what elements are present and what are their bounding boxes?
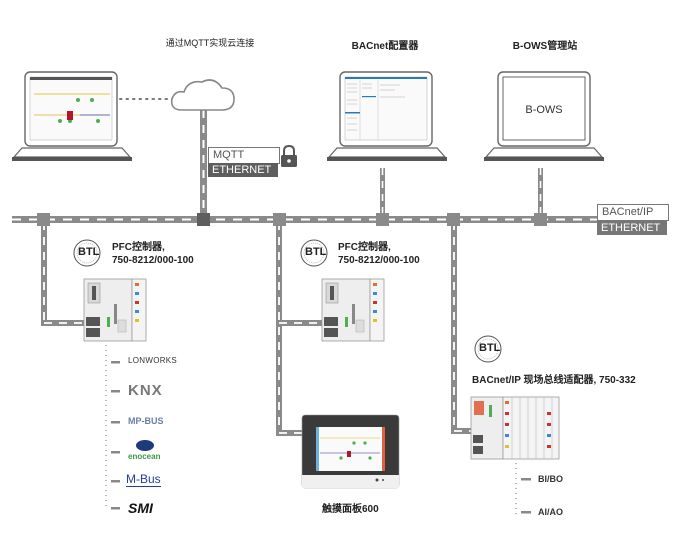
pfc-controller-2 — [321, 278, 385, 342]
enocean-logo-icon — [136, 440, 154, 451]
btl-text-pfc2: BTL — [305, 246, 327, 258]
laptop-bows — [484, 71, 604, 161]
pfc2-title-line2: 750-8212/000-100 — [338, 255, 420, 266]
mqtt-cloud-label: 通过MQTT实现云连接 — [165, 38, 255, 48]
bus-node — [37, 213, 50, 226]
protocol-enocean: enocean — [128, 452, 161, 461]
protocol-mbus: M-Bus — [126, 472, 161, 487]
bus-node — [273, 213, 286, 226]
pfc2-title-line1: PFC控制器, — [338, 242, 391, 253]
cable-mqtt-drop — [200, 110, 207, 218]
cable-bows-drop — [538, 168, 543, 218]
lock-icon — [281, 144, 297, 167]
pfc1-title: PFC控制器, 750-8212/000-100 — [112, 241, 194, 267]
btl-text-pfc1: BTL — [78, 246, 100, 258]
fieldbus-coupler — [470, 396, 560, 460]
btl-badge-pfc2 — [300, 239, 328, 267]
coupler-title: BACnet/IP 现场总线适配器, 750-332 — [472, 375, 636, 386]
protocol-tree — [105, 345, 120, 510]
btl-badge-pfc1 — [73, 239, 101, 267]
bus-node — [447, 213, 460, 226]
mqtt-ethernet-tag: ETHERNET — [208, 163, 278, 177]
btl-badge-coupler — [474, 335, 502, 363]
bows-station-label: B-OWS管理站 — [512, 41, 578, 52]
ethernet-bus — [12, 216, 662, 223]
pfc2-title: PFC控制器, 750-8212/000-100 — [338, 241, 420, 267]
bows-screen-text: B-OWS — [525, 104, 563, 116]
mqtt-tag: MQTT — [208, 147, 280, 164]
btl-text-coupler: BTL — [479, 342, 501, 354]
pfc1-title-line1: PFC控制器, — [112, 242, 165, 253]
cable-pfc2-panel — [276, 222, 322, 436]
bus-node — [534, 213, 547, 226]
io-ai-ao: AI/AO — [538, 507, 564, 517]
cloud-icon — [170, 79, 235, 111]
laptop-scada — [12, 71, 132, 161]
protocol-smi: SMI — [128, 500, 153, 516]
io-tree — [515, 463, 531, 514]
pfc1-title-line2: 750-8212/000-100 — [112, 255, 194, 266]
protocol-mpbus: MP-BUS — [128, 416, 164, 426]
laptop-configurator — [327, 71, 447, 161]
protocol-lonworks: LONWORKS — [128, 356, 178, 365]
bus-node — [376, 213, 389, 226]
cable-coupler — [451, 222, 471, 434]
protocol-knx: KNX — [128, 382, 163, 399]
bacnet-ip-tag: BACnet/IP — [597, 204, 669, 221]
touch-panel-600 — [301, 414, 400, 489]
bacnet-ethernet-tag: ETHERNET — [597, 221, 667, 235]
io-bi-bo: BI/BO — [538, 474, 564, 484]
touch-panel-title: 触摸面板600 — [322, 504, 379, 515]
cable-pfc1 — [41, 222, 85, 326]
bacnet-configurator-label: BACnet配置器 — [351, 41, 419, 52]
pfc-controller-1 — [83, 278, 147, 342]
bus-node-mqtt — [197, 213, 210, 226]
cable-configurator-drop — [380, 168, 385, 218]
